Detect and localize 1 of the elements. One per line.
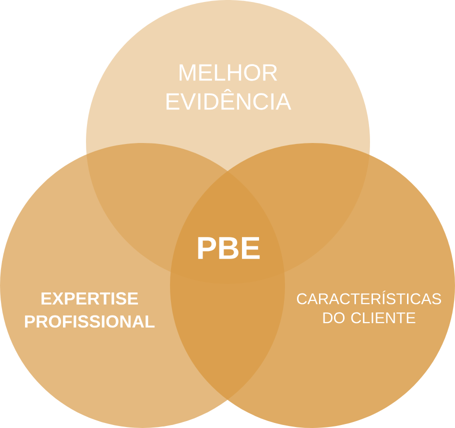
center-label: PBE (198, 237, 260, 259)
